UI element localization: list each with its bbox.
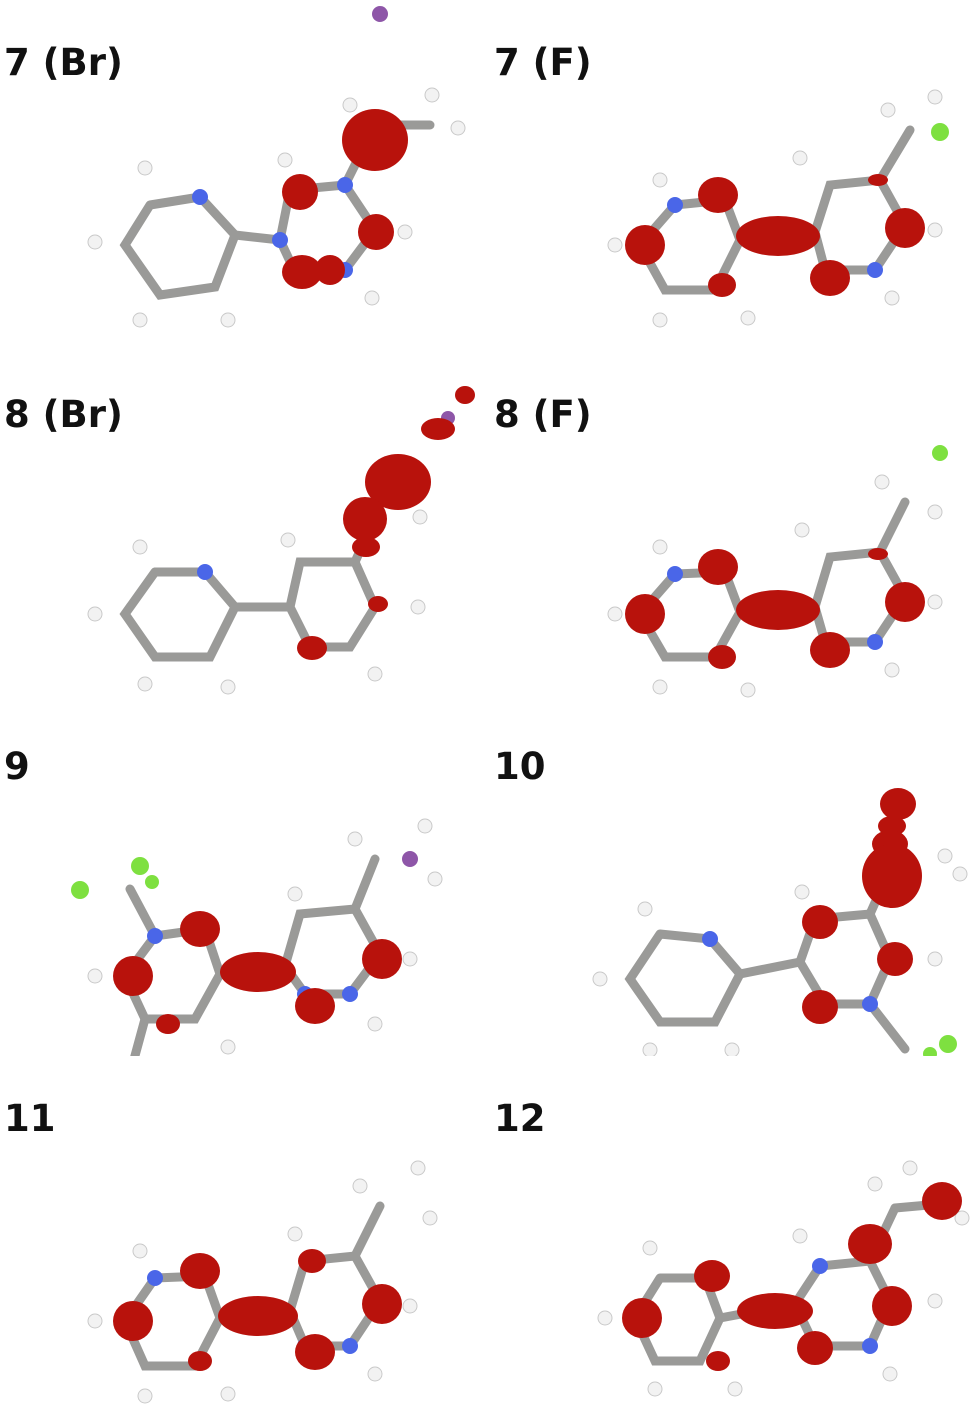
molecule-12 xyxy=(597,1160,970,1397)
panel-12: 12 xyxy=(490,1056,980,1408)
panel-8-f: 8 (F) xyxy=(490,352,980,704)
panel-11: 11 xyxy=(0,1056,490,1408)
panel-label: 7 (Br) xyxy=(4,41,123,84)
panel-label: 8 (F) xyxy=(494,393,592,436)
panel-label: 10 xyxy=(494,745,546,788)
panel-label: 7 (F) xyxy=(494,41,592,84)
panel-label: 8 (Br) xyxy=(4,393,123,436)
panel-label: 9 xyxy=(4,745,30,788)
panel-9: 9 xyxy=(0,704,490,1056)
panel-8-br: 8 (Br) xyxy=(0,352,490,704)
molecule-7-br xyxy=(87,6,466,328)
molecule-8-br xyxy=(87,386,475,695)
panel-7-br: 7 (Br) xyxy=(0,0,490,352)
molecule-8-f xyxy=(607,445,948,698)
molecule-7-f xyxy=(607,89,949,328)
molecule-11 xyxy=(87,1160,438,1404)
panel-label: 12 xyxy=(494,1097,546,1140)
molecule-10 xyxy=(592,788,968,1056)
panel-7-f: 7 (F) xyxy=(490,0,980,352)
panel-10: 10 xyxy=(490,704,980,1056)
molecule-9 xyxy=(71,818,443,1056)
panel-label: 11 xyxy=(4,1097,56,1140)
